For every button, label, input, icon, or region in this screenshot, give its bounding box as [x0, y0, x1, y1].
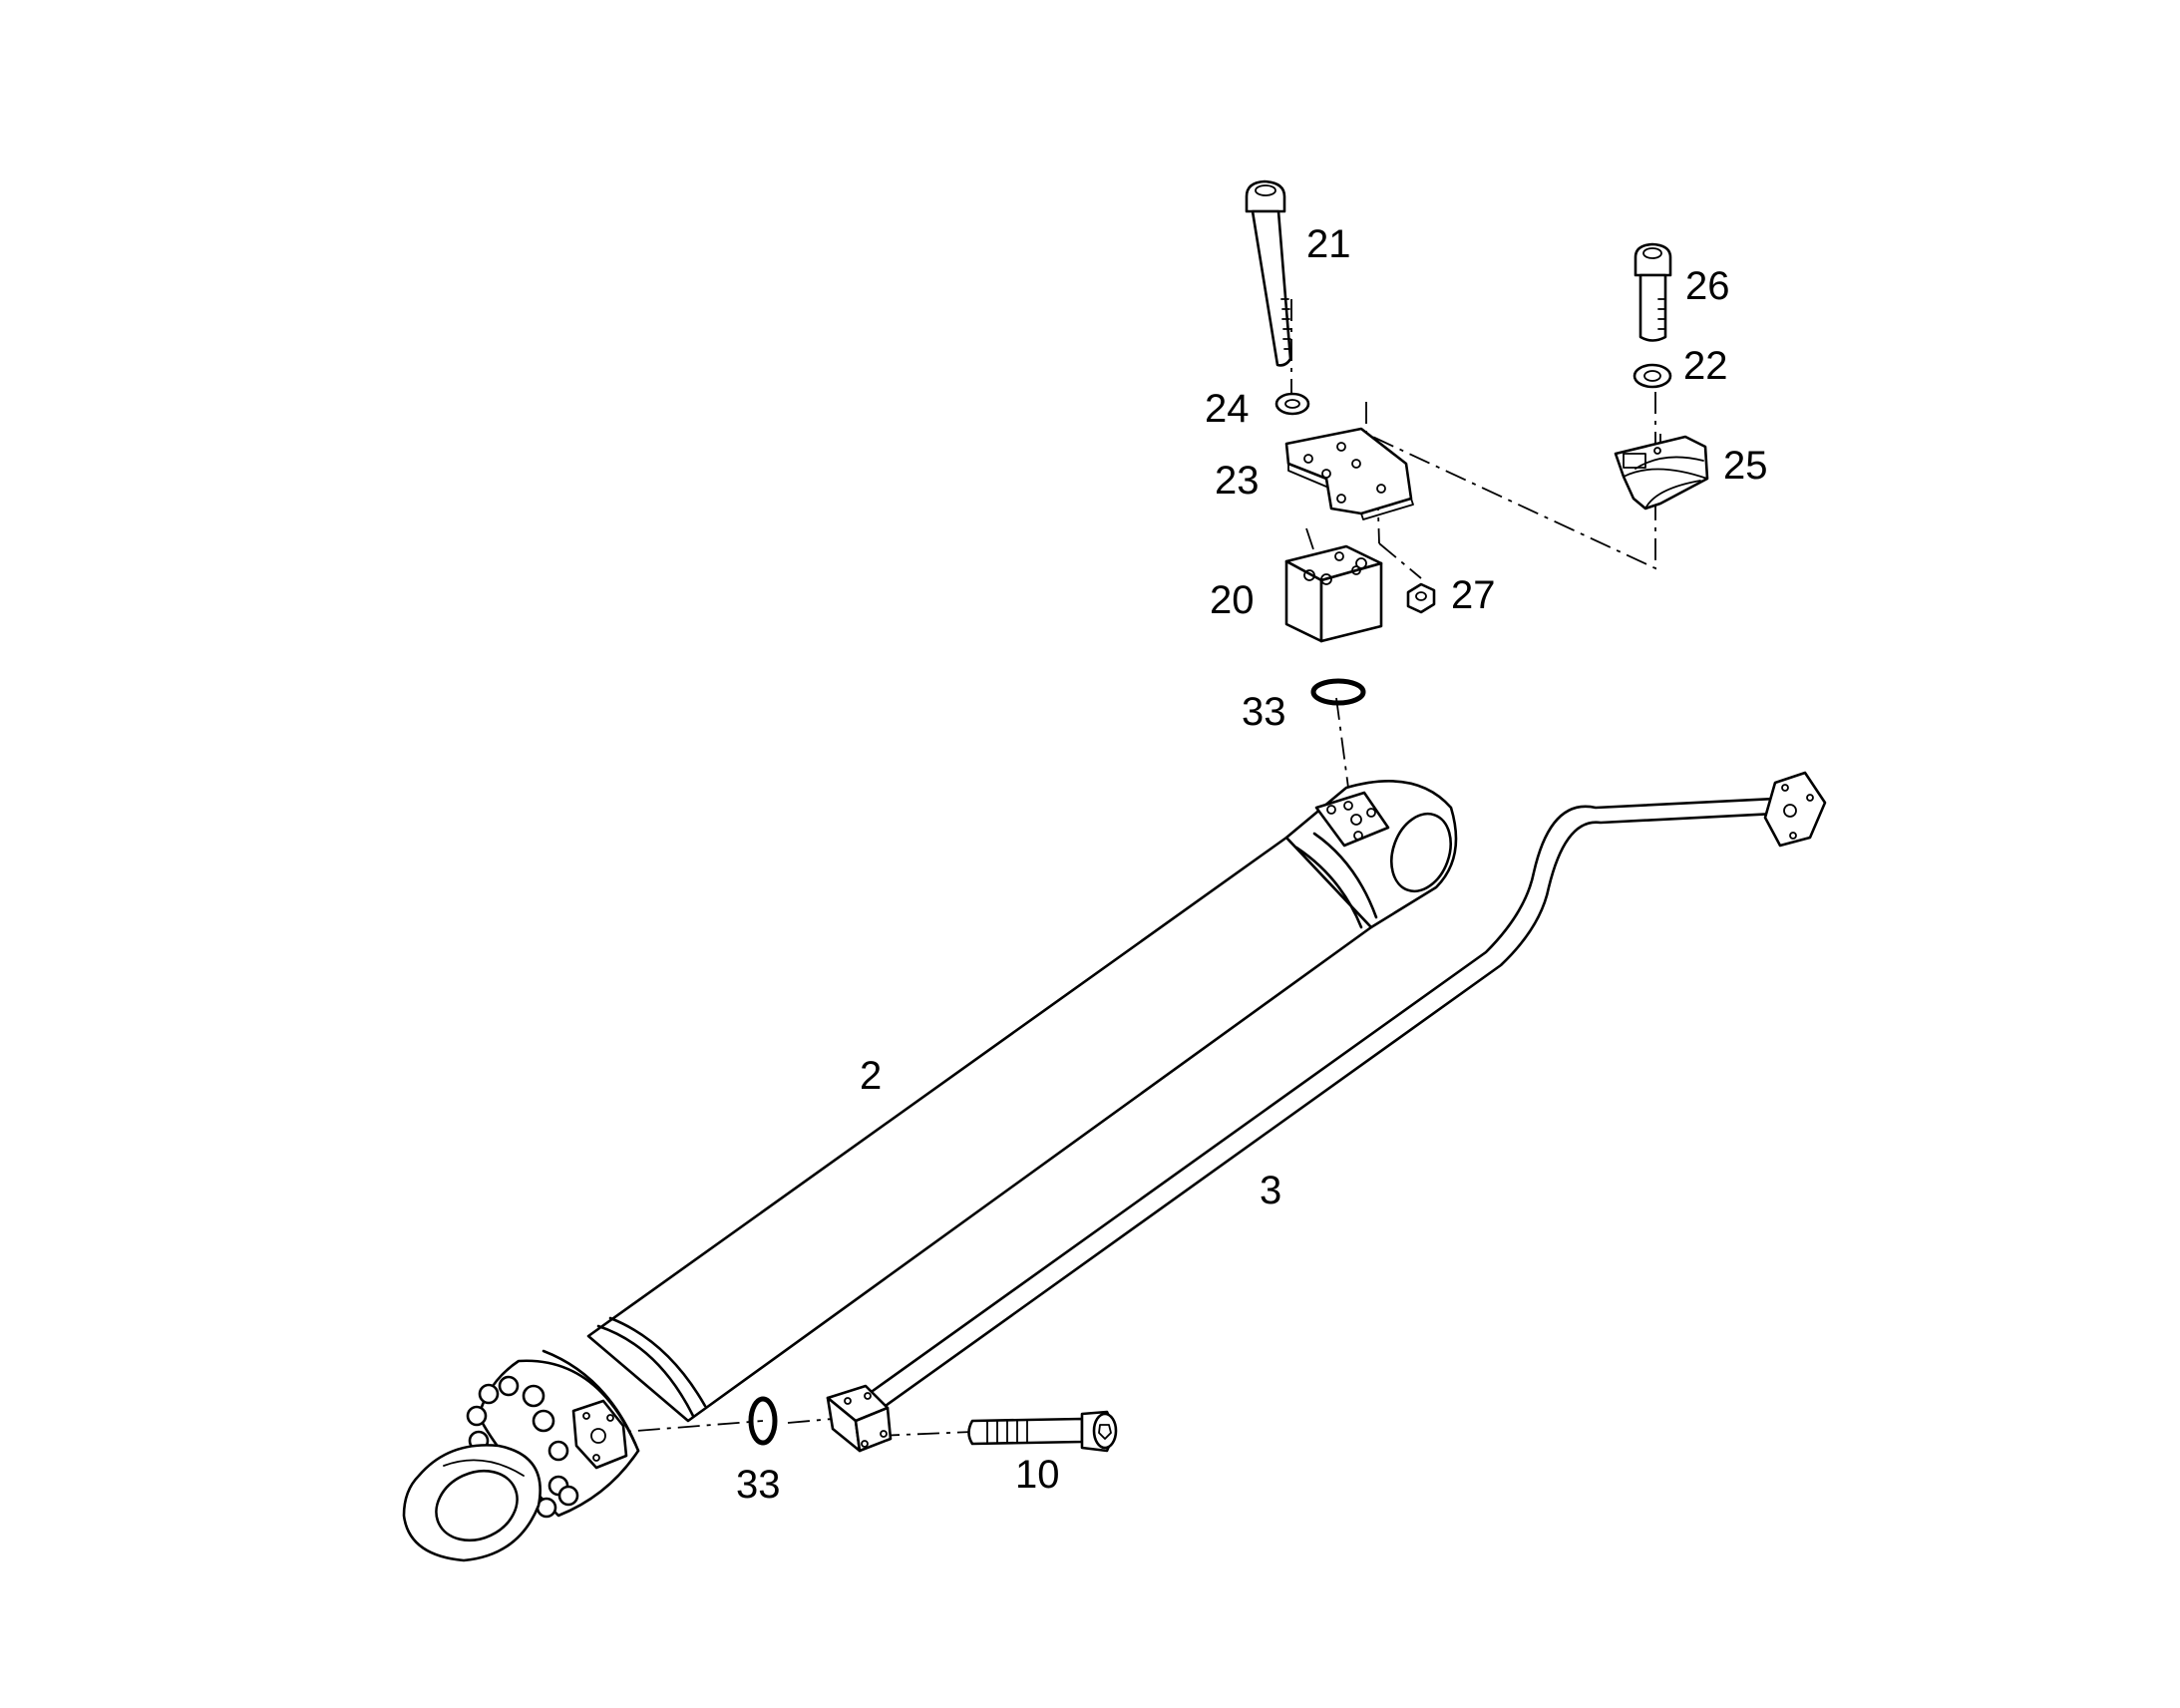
callout-27: 27	[1451, 573, 1496, 617]
callout-33-top: 33	[1242, 690, 1286, 734]
washer-24-icon	[1274, 392, 1310, 416]
bolt-10-icon	[967, 1410, 1118, 1453]
callout-33-bottom: 33	[736, 1463, 781, 1507]
head-bolts	[466, 1375, 579, 1519]
callout-20: 20	[1210, 578, 1255, 622]
plate-23-icon	[1284, 427, 1414, 520]
callout-2: 2	[860, 1054, 882, 1098]
callout-22: 22	[1683, 344, 1728, 388]
o-ring-33-top-icon	[1310, 678, 1366, 706]
callout-26: 26	[1685, 264, 1730, 308]
bolt-26-icon	[1634, 242, 1672, 342]
block-20-icon	[1284, 544, 1383, 643]
callout-24: 24	[1205, 387, 1250, 431]
clamp-25-icon	[1614, 435, 1709, 511]
callout-10: 10	[1015, 1453, 1060, 1497]
callouts: 21 26 22 24 25 23 20 27 33 2 3 33 10	[736, 222, 1768, 1507]
callout-21: 21	[1306, 222, 1351, 266]
o-ring-33-bottom-icon	[748, 1396, 778, 1446]
callout-3: 3	[1260, 1169, 1281, 1212]
nut-27-icon	[1406, 582, 1436, 614]
callout-25: 25	[1723, 444, 1768, 488]
bolt-21-icon	[1245, 179, 1292, 367]
pipe-3-icon	[826, 771, 1827, 1453]
callout-23: 23	[1215, 459, 1260, 503]
washer-22-icon	[1633, 363, 1672, 389]
cylinder-2-icon	[402, 780, 1458, 1562]
